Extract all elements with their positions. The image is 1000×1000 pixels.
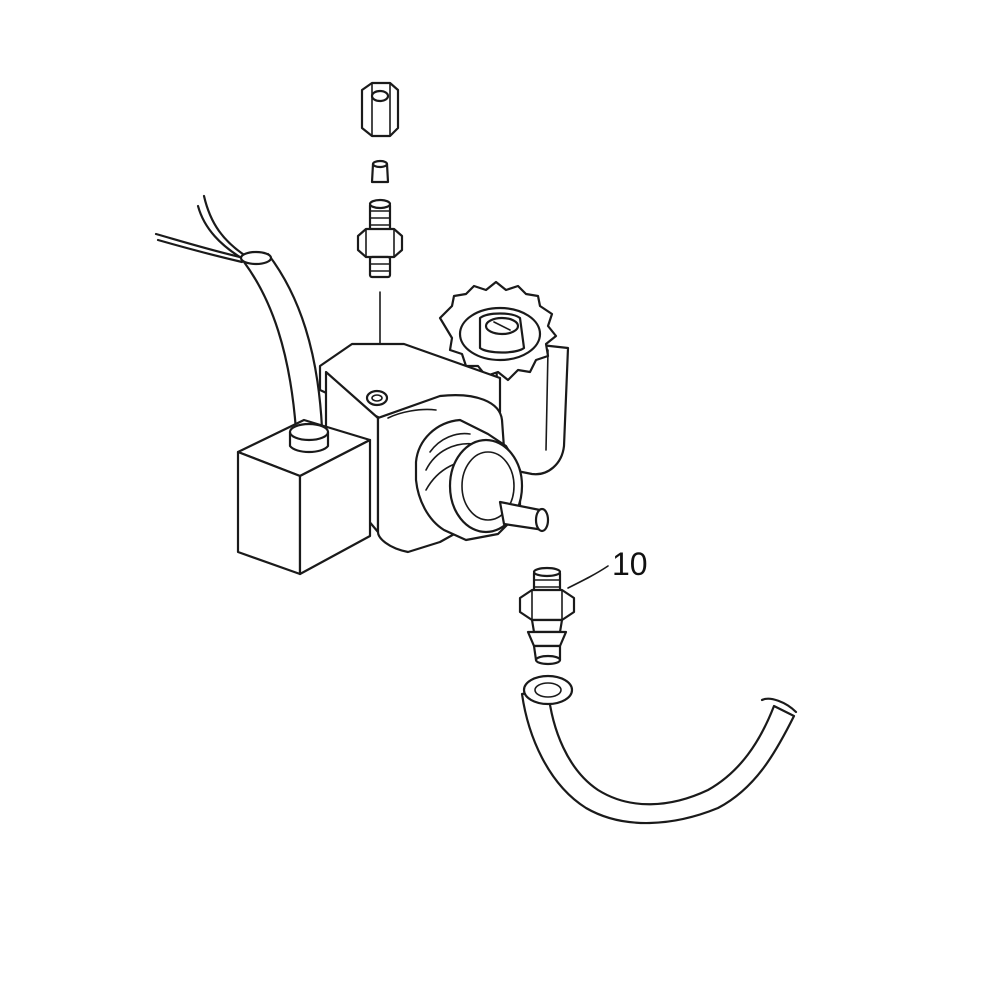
- cable: [239, 250, 324, 432]
- cable-grommet: [288, 422, 330, 454]
- knurled-nut: [438, 280, 558, 382]
- hose-barb-fitting: [518, 566, 576, 666]
- callout-label-10: 10: [612, 546, 648, 582]
- hose: [520, 674, 798, 825]
- threaded-adapter: [356, 198, 404, 279]
- ferrule: [370, 159, 390, 184]
- callout-leader: [567, 565, 609, 589]
- cap-nut: [360, 81, 400, 138]
- pump-shaft: [498, 500, 550, 533]
- wire-leads: [154, 194, 254, 264]
- coil-block: [236, 418, 372, 576]
